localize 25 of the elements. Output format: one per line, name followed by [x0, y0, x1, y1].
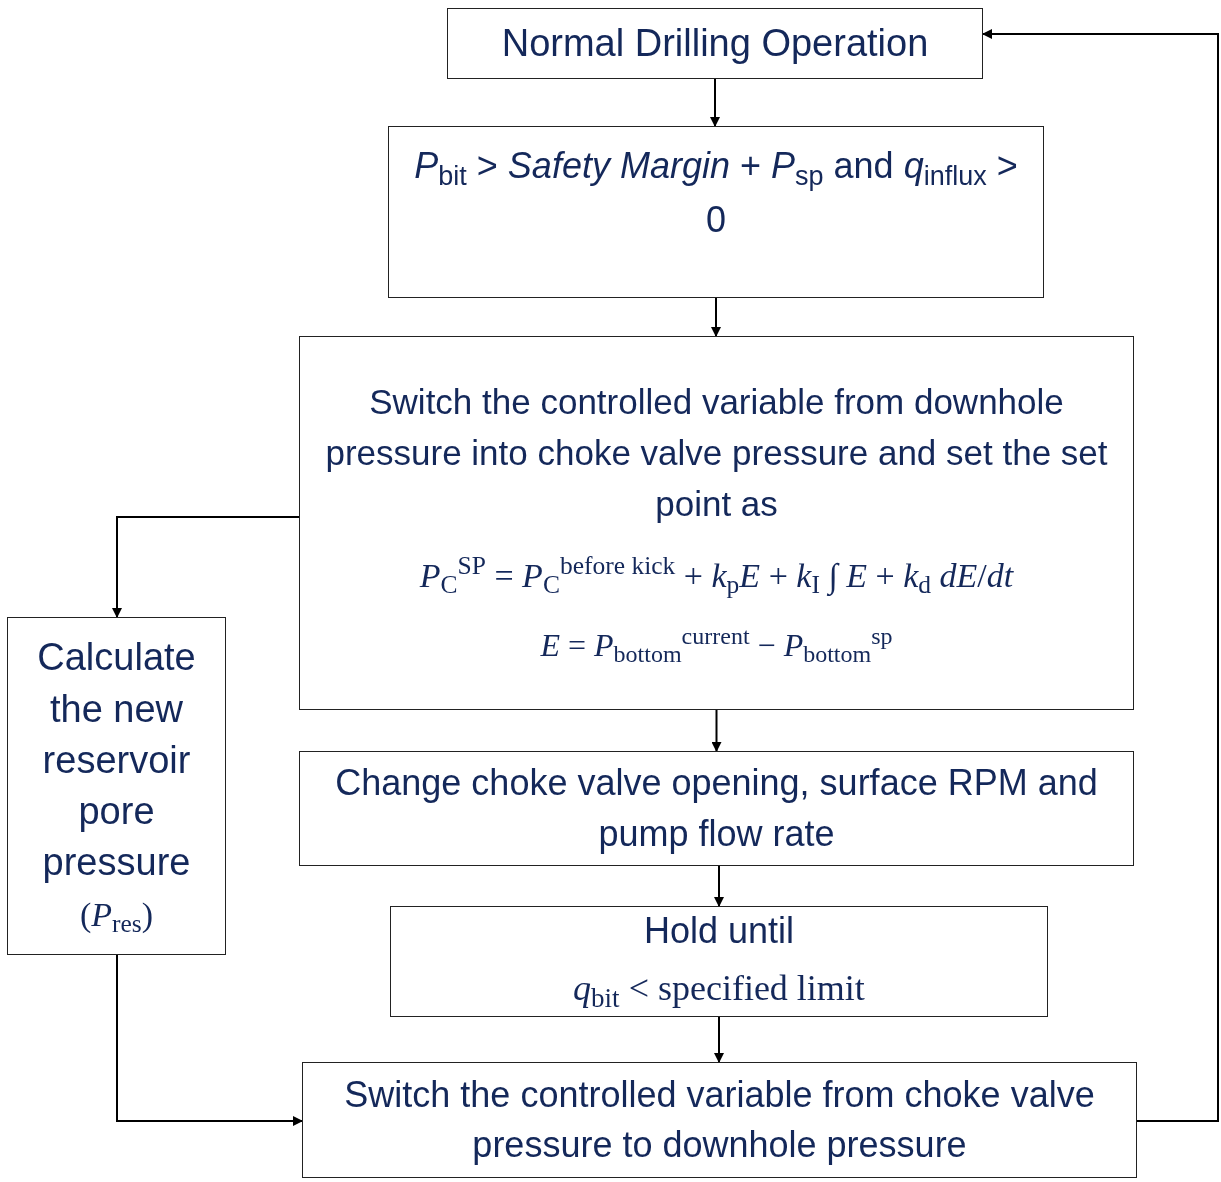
box-text: Change choke valve opening, surface RPM and pump flow rate [334, 761, 1099, 856]
box-text: Hold until [643, 909, 795, 953]
formula-text: q$_{bit}$ < specified limit [573, 967, 865, 1015]
formula-text: (P$_{res}$) [79, 894, 154, 940]
box-text: Switch the controlled variable from downhole pressure into choke valve pressure and set the set point as [324, 381, 1109, 525]
arrow [116, 954, 303, 1126]
process-box [7, 617, 226, 955]
arrow [714, 865, 724, 907]
process-box [390, 906, 1048, 1017]
box-text: Normal Drilling Operation [501, 20, 929, 66]
box-text: P$_{bit}$ > Safety Margin + P$_{sp}$ and q$_{influx}$ > 0 [413, 144, 1019, 242]
arrow [982, 29, 1219, 1122]
process-box [388, 126, 1044, 298]
arrow [710, 78, 720, 127]
box-text: Switch the controlled variable from choke valve pressure to downhole pressure [343, 1072, 1096, 1167]
box-text: Calculate the new reservoir pore pressure [36, 635, 197, 886]
arrow [714, 1016, 724, 1063]
process-box [299, 336, 1134, 710]
arrow [112, 516, 300, 618]
arrow [711, 297, 721, 337]
formula-text: P$_{C}$$^{SP}$ = P$_{C}$$^{before kick}$ + k$_{p}$E + k$_{I}$ ∫ E + k$_{d}$ dE/dt [419, 549, 1014, 601]
process-box [299, 751, 1134, 866]
process-box [447, 8, 983, 79]
arrow [711, 709, 722, 752]
process-box [302, 1062, 1137, 1178]
